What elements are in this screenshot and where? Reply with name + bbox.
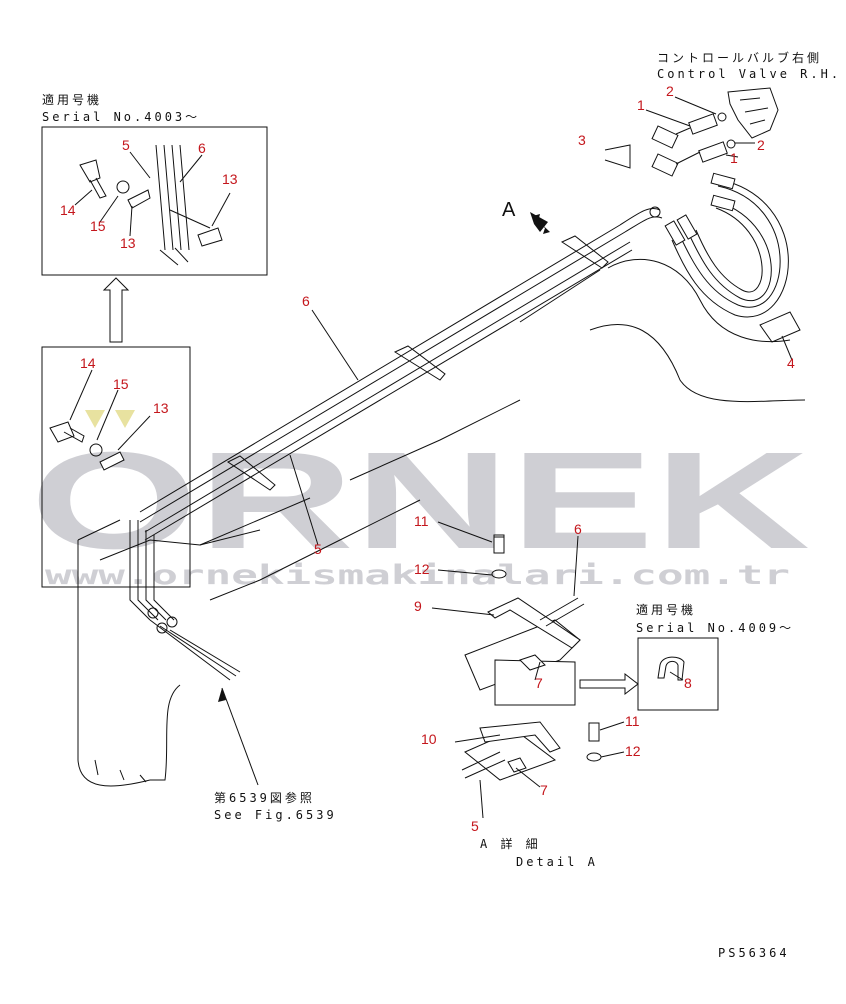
hose-end-group [604,125,701,177]
part-3: 3 [578,132,586,148]
part-numbers: 1 2 2 1 3 4 6 5 5 6 13 14 15 13 14 15 13… [60,83,795,834]
part-11b: 11 [625,713,640,729]
inset-right-frame [637,637,719,711]
inset-left-frame [41,346,191,588]
inset-right-serial: Serial No.4009〜 [636,621,794,635]
boom-outline [77,258,806,787]
part-13-left: 13 [153,400,169,416]
control-valve-icon [727,87,779,139]
part-15-inset: 15 [90,218,106,234]
part-5-main: 5 [314,541,322,557]
inset-right-jp: 適用号機 [636,602,696,617]
part-6-main: 6 [302,293,310,309]
watermark: ORNEK www.ornekismakinalari.com.tr [30,410,810,591]
watermark-umlaut-icon [85,410,135,428]
main-pipes [129,207,663,681]
detail-a-drawing [461,534,602,781]
view-marker-a: A [502,199,516,221]
see-fig-jp: 第6539図参照 [214,790,315,805]
inset-top-jp: 適用号機 [42,92,102,107]
inset-top-serial: Serial No.4003〜 [42,110,200,124]
part-7b: 7 [540,782,548,798]
leader-lines [69,96,793,819]
part-12a: 12 [414,561,430,577]
see-fig-en: See Fig.6539 [214,808,337,822]
part-7a: 7 [535,675,543,691]
part-10: 10 [421,731,437,747]
arrow-icon [530,212,548,232]
inset-top-drawing [79,144,223,266]
up-arrow-icon [102,277,130,343]
hoses-group [664,172,801,343]
part-12b: 12 [625,743,641,759]
part-13-inset-b: 13 [120,235,136,251]
part-5-detail: 5 [471,818,479,834]
part-15-left: 15 [113,376,129,392]
part-6-inset: 6 [198,140,206,156]
part-9: 9 [414,598,422,614]
inset-left-drawing [49,421,125,471]
part-8: 8 [684,675,692,691]
control-valve-en-label: Control Valve R.H. [657,67,841,81]
part-2b: 2 [757,137,765,153]
part-14-inset: 14 [60,202,76,218]
pipe-clamps [147,206,661,634]
see-fig-arrow [218,687,259,786]
detail-jp: A 詳 細 [480,836,541,851]
part-6-detail: 6 [574,521,582,537]
detail-en: Detail A [516,855,598,869]
u-clamp-icon [657,656,685,681]
part-4: 4 [787,355,795,371]
part-5-inset: 5 [122,137,130,153]
inset-top-frame [41,126,268,276]
watermark-brand: ORNEK [30,424,810,578]
part-1b: 1 [730,150,738,166]
arrow-right-icon [579,672,639,696]
control-valve-jp-label: コントロールバルブ右側 [657,50,822,65]
watermark-url: www.ornekismakinalari.com.tr [45,560,790,591]
part-13-inset-a: 13 [222,171,238,187]
drawing-code: PS56364 [718,946,790,960]
fittings-group [688,112,736,163]
part-1a: 1 [637,97,645,113]
part-2a: 2 [666,83,674,99]
part-11a: 11 [414,513,429,529]
part-14-left: 14 [80,355,96,371]
